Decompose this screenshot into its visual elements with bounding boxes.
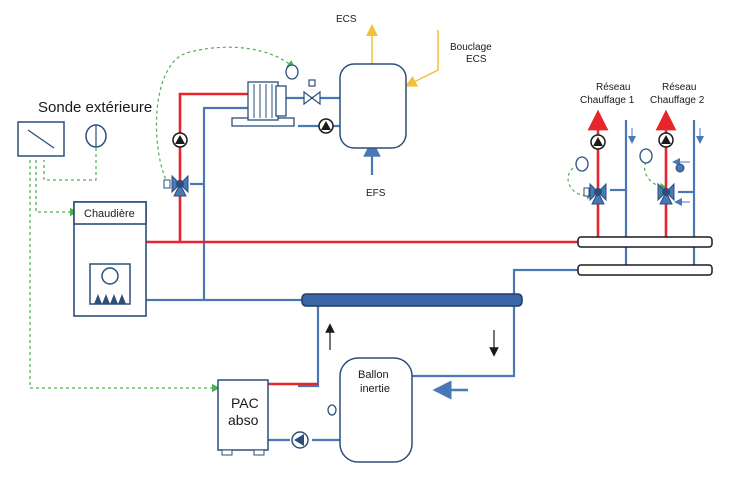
boiler bbox=[73, 201, 147, 317]
boiler-loop-mixing-valve-icon bbox=[163, 174, 189, 197]
reseau2-label-2: Chauffage 2 bbox=[650, 95, 705, 106]
control-line-sonde-to-boiler bbox=[35, 160, 79, 217]
reseau1-label-1: Réseau bbox=[596, 82, 630, 93]
boiler-loop-pump-icon bbox=[172, 132, 188, 148]
cold-pipe-collector-left-down bbox=[298, 300, 320, 388]
plate-heat-exchanger bbox=[231, 81, 295, 127]
reseau2-mixing-valve-icon bbox=[657, 182, 675, 205]
cold-pipe-collector-right-down bbox=[412, 300, 516, 378]
cold-pipe-collector-to-manifold bbox=[512, 268, 578, 300]
pac-unit bbox=[217, 379, 269, 456]
reseau2-probe bbox=[639, 148, 653, 164]
sonde-label: Sonde extérieure bbox=[38, 99, 152, 116]
cold-pipe-vertical-left bbox=[202, 106, 248, 300]
burner-flames-icon bbox=[94, 294, 126, 304]
reseau2-label-1: Réseau bbox=[662, 82, 696, 93]
ecs-temperature-probe bbox=[285, 64, 299, 80]
ecs-valve-icon bbox=[303, 79, 321, 106]
bouclage-return-line bbox=[404, 30, 439, 87]
control-lines bbox=[29, 46, 669, 393]
control-line-reseau2 bbox=[644, 161, 669, 192]
pac-label-2: abso bbox=[228, 412, 259, 428]
ecs-pump-icon bbox=[318, 118, 334, 134]
reseau1-probe bbox=[575, 156, 589, 172]
reseau1-pump-icon bbox=[590, 134, 606, 150]
chaudiere-label: Chaudière bbox=[84, 208, 135, 220]
hydraulic-collector bbox=[301, 293, 523, 307]
bouclage-label-1: Bouclage bbox=[450, 42, 492, 53]
hot-manifold bbox=[577, 236, 713, 248]
hot-pipe-riser-ecs bbox=[178, 92, 248, 242]
outdoor-sensor-box bbox=[17, 121, 65, 157]
reseau1-mixing-valve-icon bbox=[583, 182, 607, 205]
cold-manifold bbox=[577, 264, 713, 276]
control-line-to-pac bbox=[29, 160, 221, 393]
bouclage-label-2: ECS bbox=[466, 54, 487, 65]
reseau2-temperature-sensor bbox=[675, 163, 685, 173]
ecs-lines bbox=[366, 24, 439, 87]
ballon-inertie-tank bbox=[339, 357, 413, 463]
efs-label: EFS bbox=[366, 188, 386, 199]
pac-pump-icon bbox=[291, 431, 309, 449]
reseau2-pump-icon bbox=[658, 132, 674, 148]
reseau1-label-2: Chauffage 1 bbox=[580, 95, 635, 106]
pac-label-1: PAC bbox=[231, 395, 259, 411]
ballon-probe bbox=[327, 404, 337, 416]
ballon-label-1: Ballon bbox=[358, 369, 389, 381]
ecs-tank bbox=[339, 63, 407, 149]
ecs-label: ECS bbox=[336, 14, 357, 25]
ballon-label-2: inertie bbox=[360, 383, 390, 395]
